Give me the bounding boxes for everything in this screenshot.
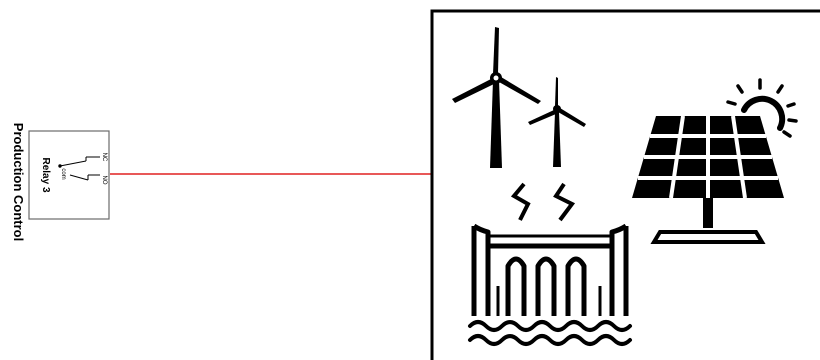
pin-com-label: com — [60, 168, 66, 179]
module-title: Production Control — [11, 123, 26, 241]
relay-label: Relay 3 — [40, 157, 51, 192]
pin-no-label: NO — [101, 176, 107, 185]
relay-module: Relay 3 NC NO com — [29, 131, 109, 219]
pin-nc-label: NC — [101, 153, 107, 162]
